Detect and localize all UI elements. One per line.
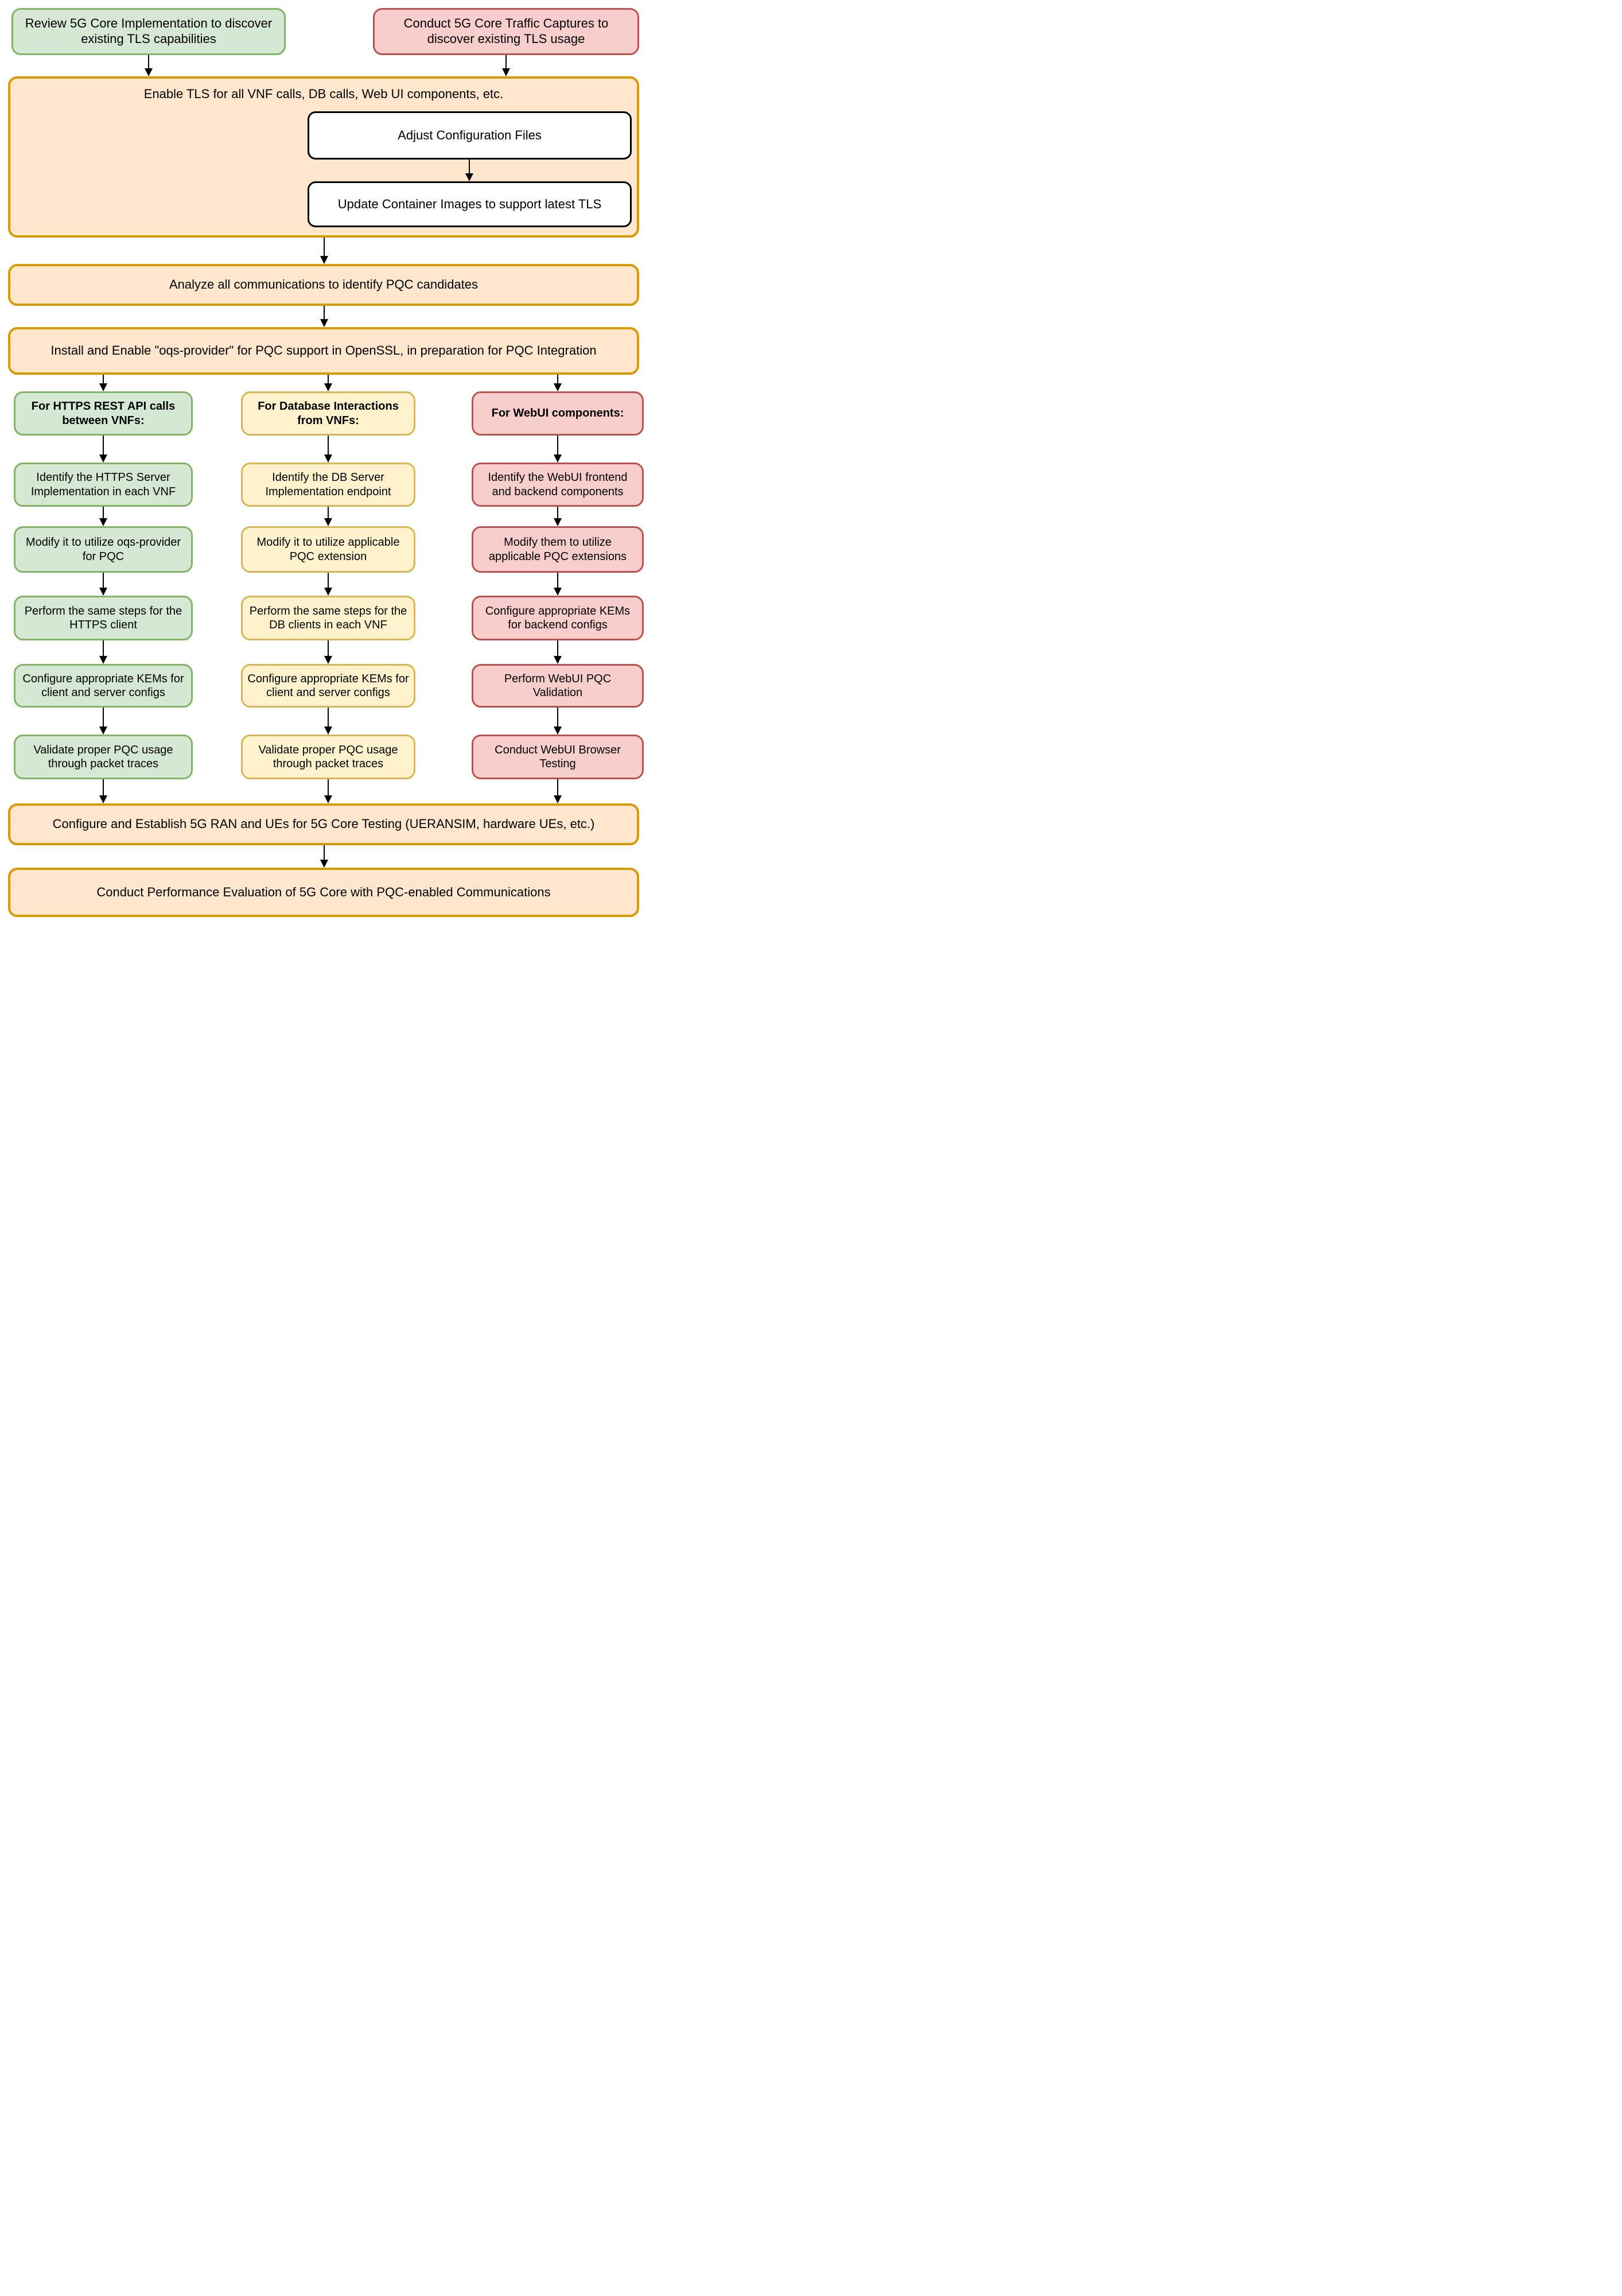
node-modify-pqc-extensions-webui: Modify them to utilize applicable PQC ex… <box>472 526 644 573</box>
node-identify-db-server: Identify the DB Server Implementation en… <box>241 463 415 507</box>
node-install-oqs-provider: Install and Enable "oqs-provider" for PQ… <box>8 327 639 375</box>
arrow-ran-to-performance <box>319 845 329 868</box>
node-identify-webui-components: Identify the WebUI frontend and backend … <box>472 463 644 507</box>
node-modify-pqc-extension: Modify it to utilize applicable PQC exte… <box>241 526 415 573</box>
arrow-enable-tls-to-analyze <box>319 238 329 264</box>
node-perform-https-client: Perform the same steps for the HTTPS cli… <box>14 596 193 640</box>
node-validate-pqc-packet-traces-db: Validate proper PQC usage through packet… <box>241 735 415 779</box>
arrow-https-3 <box>98 573 108 596</box>
arrow-analyze-to-install <box>319 306 329 327</box>
arrow-https-2 <box>98 507 108 526</box>
node-update-container-images: Update Container Images to support lates… <box>308 181 632 227</box>
arrow-webui-to-ran <box>553 779 563 803</box>
arrow-db-5 <box>323 708 333 735</box>
arrow-install-to-webui-column <box>553 375 563 391</box>
arrow-https-4 <box>98 640 108 664</box>
arrow-db-to-ran <box>323 779 333 803</box>
node-db-header: For Database Interactions from VNFs: <box>241 391 415 436</box>
arrow-db-4 <box>323 640 333 664</box>
node-traffic-captures: Conduct 5G Core Traffic Captures to disc… <box>373 8 639 55</box>
node-conduct-webui-browser-testing: Conduct WebUI Browser Testing <box>472 735 644 779</box>
arrow-https-to-ran <box>98 779 108 803</box>
arrow-https-1 <box>98 436 108 463</box>
arrow-webui-3 <box>553 573 563 596</box>
node-https-header: For HTTPS REST API calls between VNFs: <box>14 391 193 436</box>
arrow-install-to-https-column <box>98 375 108 391</box>
arrow-https-5 <box>98 708 108 735</box>
arrow-db-2 <box>323 507 333 526</box>
node-configure-kems-client-server: Configure appropriate KEMs for client an… <box>14 664 193 708</box>
node-identify-https-server: Identify the HTTPS Server Implementation… <box>14 463 193 507</box>
arrow-webui-4 <box>553 640 563 664</box>
node-performance-evaluation: Conduct Performance Evaluation of 5G Cor… <box>8 868 639 917</box>
node-ran-ue-testing: Configure and Establish 5G RAN and UEs f… <box>8 803 639 845</box>
node-modify-oqs-provider: Modify it to utilize oqs-provider for PQ… <box>14 526 193 573</box>
arrow-db-3 <box>323 573 333 596</box>
node-perform-db-clients: Perform the same steps for the DB client… <box>241 596 415 640</box>
node-adjust-config-files: Adjust Configuration Files <box>308 111 632 160</box>
node-perform-webui-validation: Perform WebUI PQC Validation <box>472 664 644 708</box>
node-configure-kems-client-server-db: Configure appropriate KEMs for client an… <box>241 664 415 708</box>
node-webui-header: For WebUI components: <box>472 391 644 436</box>
node-review-5g-core: Review 5G Core Implementation to discove… <box>11 8 286 55</box>
arrow-webui-5 <box>553 708 563 735</box>
arrow-install-to-db-column <box>323 375 333 391</box>
arrow-db-1 <box>323 436 333 463</box>
arrow-adjust-to-update <box>464 160 474 181</box>
node-validate-pqc-packet-traces: Validate proper PQC usage through packet… <box>14 735 193 779</box>
enable-tls-title: Enable TLS for all VNF calls, DB calls, … <box>143 87 504 101</box>
flowchart-canvas: Review 5G Core Implementation to discove… <box>0 0 649 918</box>
arrow-webui-1 <box>553 436 563 463</box>
node-configure-kems-backend: Configure appropriate KEMs for backend c… <box>472 596 644 640</box>
arrow-captures-to-enable-tls <box>501 55 511 76</box>
node-analyze-communications: Analyze all communications to identify P… <box>8 264 639 306</box>
arrow-review-to-enable-tls <box>143 55 154 76</box>
arrow-webui-2 <box>553 507 563 526</box>
container-enable-tls: Enable TLS for all VNF calls, DB calls, … <box>8 76 639 238</box>
